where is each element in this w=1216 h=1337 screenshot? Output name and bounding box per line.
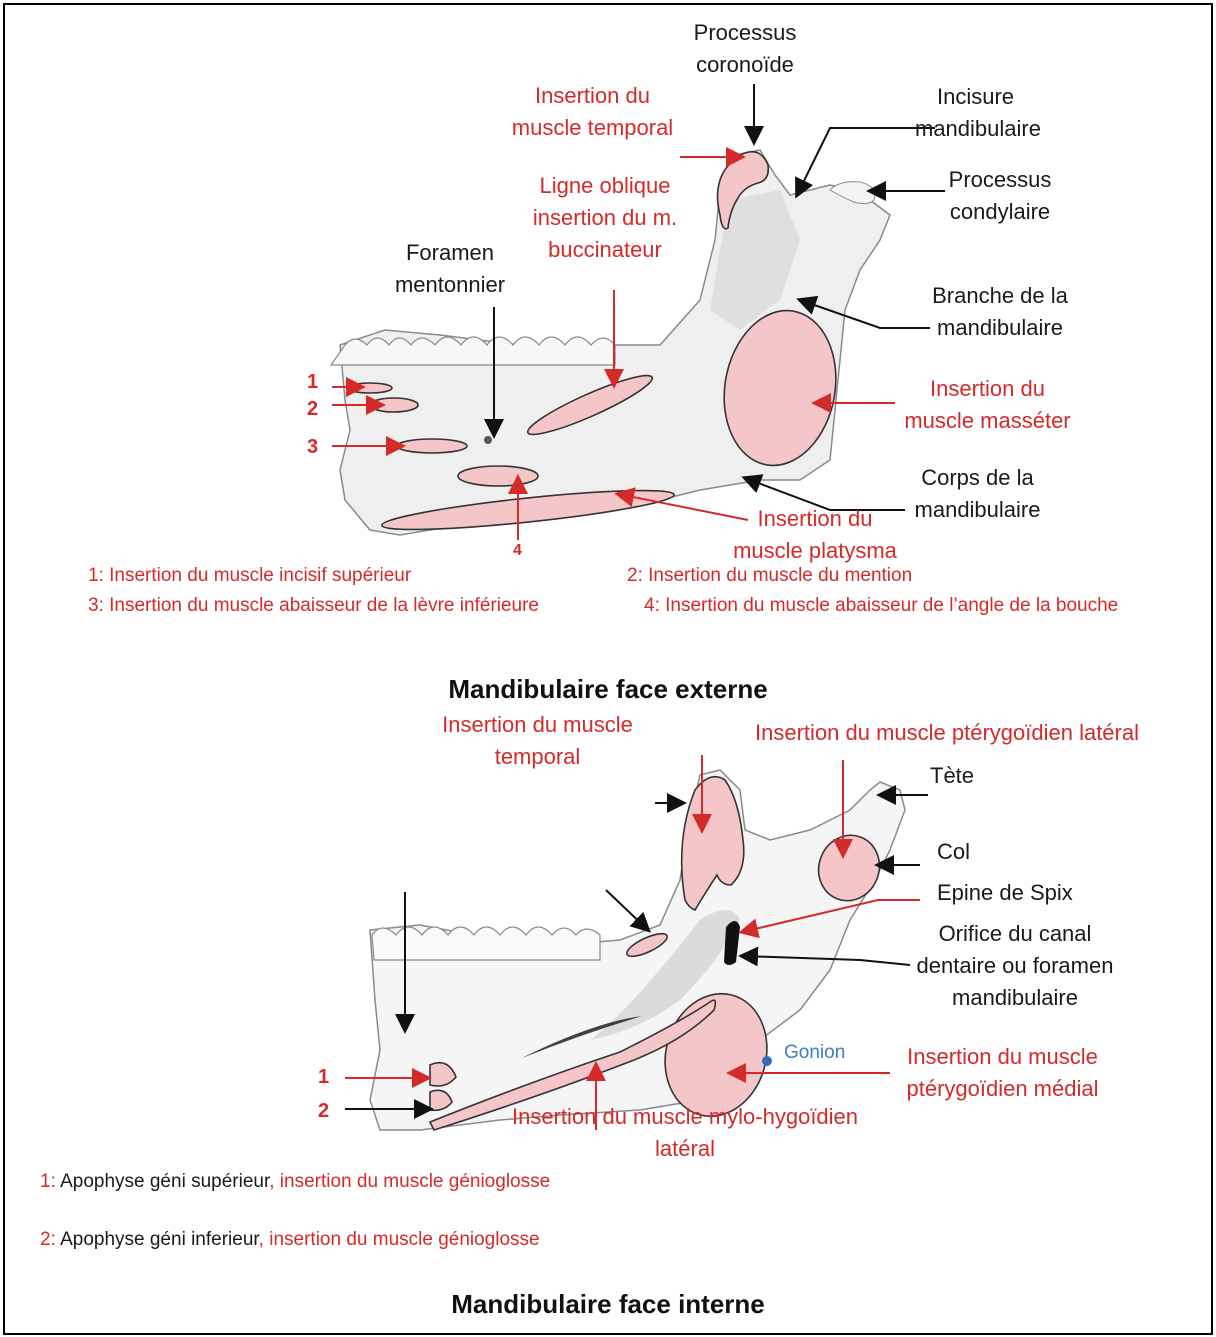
number-1-external: 1 [307, 371, 318, 394]
number-2-internal: 2 [318, 1100, 329, 1123]
label-epine-spix: Epine de Spix [937, 877, 1073, 909]
label-col: Col [937, 836, 970, 868]
external-teeth [331, 337, 615, 365]
number-1-internal: 1 [318, 1066, 329, 1089]
gonion-point [762, 1056, 772, 1066]
title-face-interne: Mandibulaire face interne [0, 1289, 1216, 1320]
label-gonion: Gonion [784, 1042, 845, 1064]
foramen-mentonnier-mark [484, 436, 492, 444]
legend-external-2: 2: Insertion du muscle du mention [627, 564, 912, 588]
title-face-externe: Mandibulaire face externe [0, 674, 1216, 705]
internal-teeth [372, 927, 600, 960]
label-tete: Tète [930, 760, 974, 792]
number-2-external: 2 [307, 398, 318, 421]
legend-internal-2: 2: Apophyse géni inferieur, insertion du… [40, 1228, 540, 1252]
insertion-3-external [397, 439, 467, 453]
legend-internal-1: 1: Apophyse géni supérieur, insertion du… [40, 1170, 550, 1194]
number-4-external: 4 [513, 542, 522, 560]
number-3-external: 3 [307, 436, 318, 459]
legend-external-1: 1: Insertion du muscle incisif supérieur [88, 564, 411, 588]
label-insertion-pterygoidien-lateral: Insertion du muscle ptérygoïdien latéral [755, 717, 1139, 749]
insertion-4-external [458, 466, 538, 486]
legend-external-3: 3: Insertion du muscle abaisseur de la l… [88, 594, 539, 618]
legend-external-4: 4: Insertion du muscle abaisseur de l’an… [644, 594, 1118, 618]
